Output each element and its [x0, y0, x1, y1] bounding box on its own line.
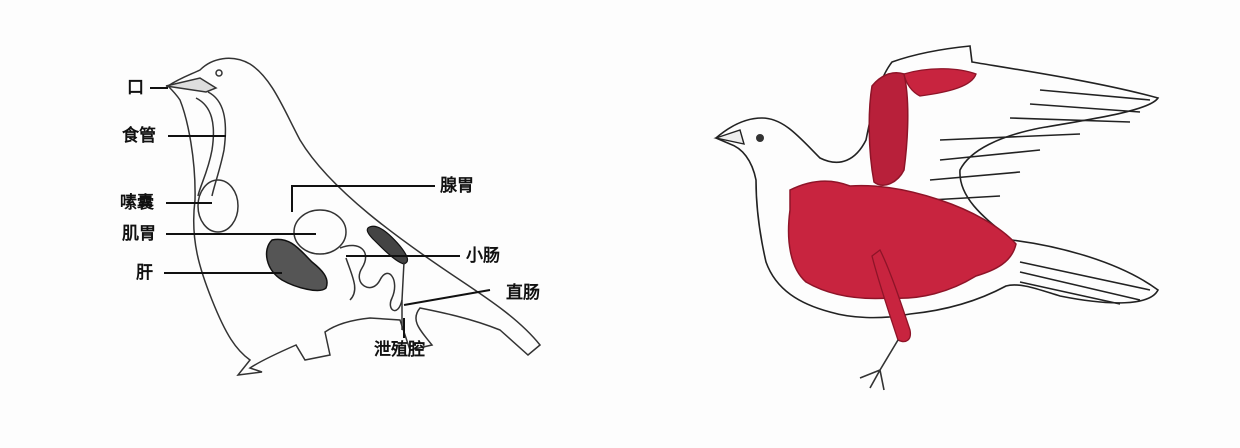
bird-muscle-drawing [713, 45, 1160, 391]
bird-outline-drawing [150, 57, 542, 376]
label-esophagus: 食管 [122, 126, 156, 146]
muscle-anatomy-diagram [620, 0, 1240, 448]
label-mouth: 口 [127, 78, 144, 98]
label-proventriculus: 腺胃 [440, 176, 474, 196]
digestive-system-diagram: 口 食管 嗉囊 肌胃 肝 腺胃 小肠 直肠 泄殖腔 [120, 57, 542, 376]
beak-shape [165, 77, 218, 93]
label-gizzard: 肌胃 [122, 224, 156, 244]
wing-muscle [868, 72, 909, 186]
eye [756, 134, 764, 142]
label-small-intestine: 小肠 [466, 246, 500, 266]
liver-shape [265, 238, 328, 292]
label-crop: 嗉囊 [120, 193, 154, 213]
leg-muscle [871, 249, 912, 343]
label-rectum: 直肠 [506, 283, 540, 303]
label-liver: 肝 [136, 263, 153, 283]
pectoral-muscle [787, 180, 1017, 300]
label-cloaca: 泄殖腔 [374, 340, 425, 360]
foot [859, 339, 899, 391]
